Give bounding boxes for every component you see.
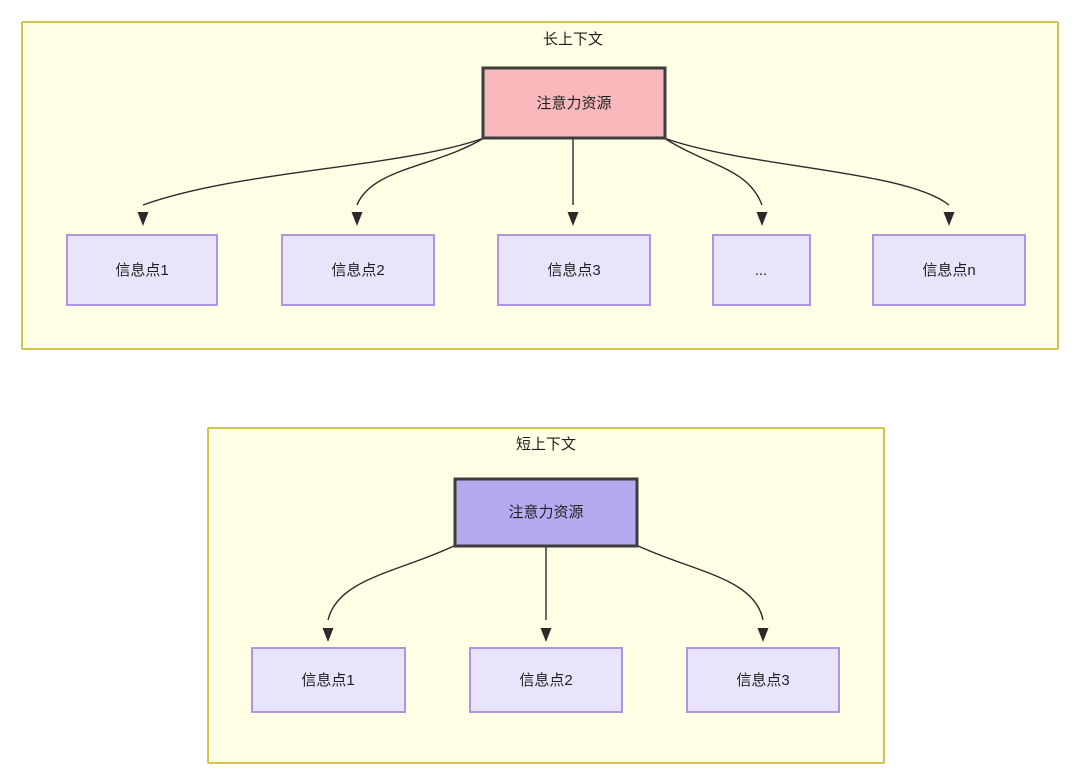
node-info-point-2-short-label: 信息点2 <box>519 672 572 689</box>
node-info-point-3-long-label: 信息点3 <box>547 262 600 279</box>
node-info-point-1-short[interactable]: 信息点1 <box>251 647 406 713</box>
node-attention-resource-long-label: 注意力资源 <box>536 94 611 112</box>
node-info-point-3-long-box[interactable] <box>497 234 651 306</box>
node-info-point-ellipsis-long-label: ... <box>755 262 768 279</box>
node-info-point-ellipsis-long-box[interactable] <box>712 234 811 306</box>
short-context-edges <box>322 544 769 642</box>
edge-root-to-short-info-3 <box>635 544 764 621</box>
node-info-point-3-short-label: 信息点3 <box>736 672 789 689</box>
edge-root-to-info-1 <box>142 137 485 206</box>
node-attention-resource-long-box[interactable] <box>481 66 667 140</box>
edge-root-to-info-2 <box>356 137 485 206</box>
edge-root-to-short-info-1 <box>327 544 457 621</box>
node-info-point-3-long[interactable]: 信息点3 <box>497 234 651 306</box>
node-info-point-1-short-box[interactable] <box>251 647 406 713</box>
short-context-title: 短上下文 <box>516 436 576 453</box>
arrowhead-short-info-1 <box>322 628 334 642</box>
arrowhead-info-n <box>943 212 955 226</box>
arrowhead-short-info-3 <box>757 628 769 642</box>
node-attention-resource-short-box[interactable] <box>453 477 639 548</box>
edge-root-to-info-n <box>663 137 950 206</box>
node-info-point-n-long-box[interactable] <box>872 234 1026 306</box>
node-info-point-2-long[interactable]: 信息点2 <box>281 234 435 306</box>
panel-short-context: 短上下文 注意力资源 信息点1 信息点2 <box>207 427 885 764</box>
node-info-point-n-long-label: 信息点n <box>922 262 975 279</box>
node-attention-resource-long[interactable]: 注意力资源 <box>481 66 667 140</box>
arrowhead-info-2 <box>351 212 363 226</box>
node-info-point-ellipsis-long[interactable]: ... <box>712 234 811 306</box>
arrowhead-info-1 <box>137 212 149 226</box>
node-info-point-1-long-label: 信息点1 <box>115 262 168 279</box>
panel-long-context: 长上下文 注意力资源 信息 <box>21 21 1059 350</box>
node-info-point-2-short[interactable]: 信息点2 <box>469 647 623 713</box>
node-info-point-2-long-box[interactable] <box>281 234 435 306</box>
node-attention-resource-short-label: 注意力资源 <box>508 503 583 521</box>
long-context-edges <box>137 137 955 226</box>
node-info-point-3-short[interactable]: 信息点3 <box>686 647 840 713</box>
arrowhead-short-info-2 <box>540 628 552 642</box>
node-attention-resource-short[interactable]: 注意力资源 <box>453 477 639 548</box>
edge-root-to-info-ellipsis <box>663 137 763 206</box>
long-context-title: 长上下文 <box>543 31 603 48</box>
node-info-point-1-long[interactable]: 信息点1 <box>66 234 218 306</box>
node-info-point-1-short-label: 信息点1 <box>301 672 354 689</box>
node-info-point-1-long-box[interactable] <box>66 234 218 306</box>
node-info-point-3-short-box[interactable] <box>686 647 840 713</box>
node-info-point-2-short-box[interactable] <box>469 647 623 713</box>
node-info-point-n-long[interactable]: 信息点n <box>872 234 1026 306</box>
arrowhead-info-3 <box>567 212 579 226</box>
node-info-point-2-long-label: 信息点2 <box>331 262 384 279</box>
arrowhead-info-ellipsis <box>756 212 768 226</box>
